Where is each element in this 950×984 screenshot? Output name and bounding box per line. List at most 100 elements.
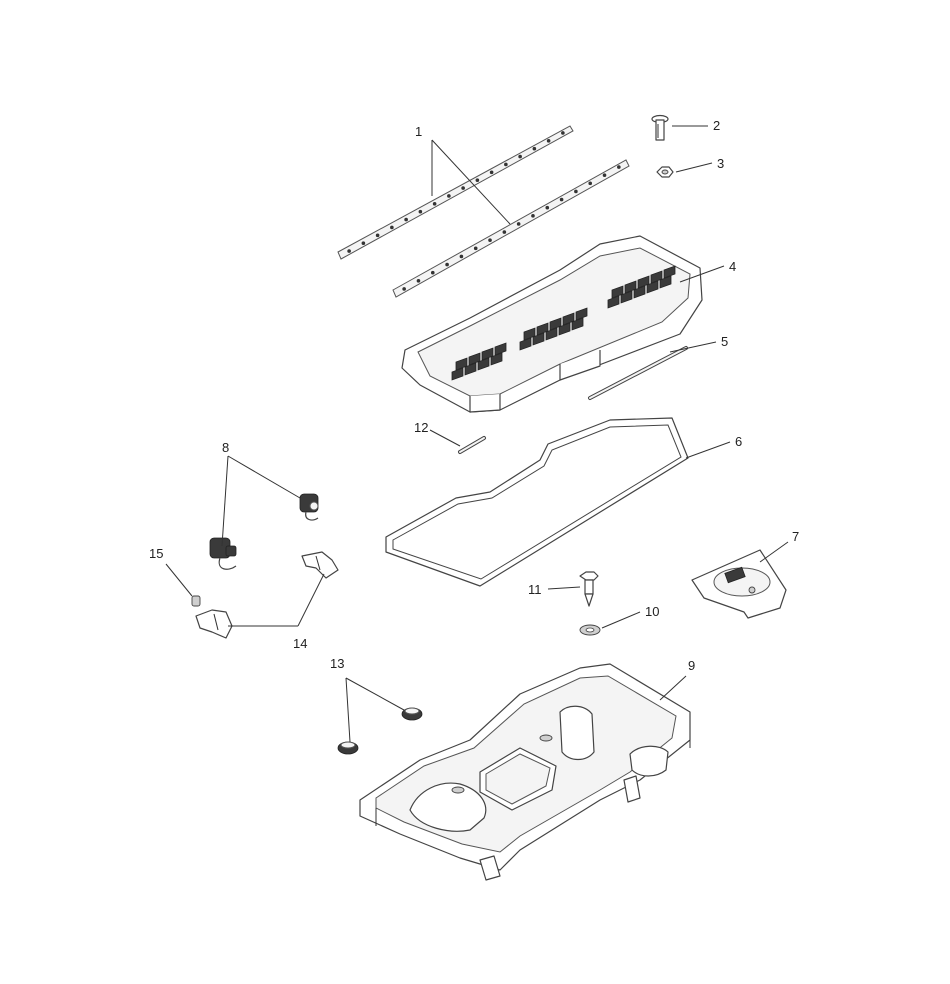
part-2-bolt — [651, 114, 669, 141]
strip-hole — [617, 165, 621, 169]
callout-2: 2 — [713, 118, 720, 133]
part-1-strip-upper — [337, 125, 574, 260]
strip-hole — [504, 162, 508, 167]
part-3-nut — [656, 166, 674, 178]
leader-3 — [675, 162, 713, 173]
callout-7: 7 — [792, 529, 799, 544]
leader-12 — [429, 429, 461, 447]
strip-hole — [489, 170, 494, 175]
part-11-screw — [579, 571, 599, 607]
strip-hole — [404, 217, 408, 222]
part-10-washer — [579, 624, 601, 636]
part-12-pin — [458, 436, 486, 454]
callout-8: 8 — [222, 440, 229, 455]
leader-1b — [431, 139, 511, 225]
tray-cell — [562, 312, 575, 326]
strip-hole — [416, 279, 421, 283]
strip-hole — [361, 241, 366, 245]
tray-cell — [494, 342, 507, 356]
strip-hole — [473, 246, 478, 251]
strip-hole — [531, 214, 535, 218]
strip-hole — [430, 270, 435, 275]
callout-9: 9 — [688, 658, 695, 673]
leader-13b — [345, 677, 405, 711]
tray-cell — [650, 270, 663, 284]
strip-hole — [447, 194, 451, 198]
strip-hole — [488, 238, 492, 242]
part-1-strip-lower — [392, 159, 630, 298]
leader-9 — [659, 675, 687, 701]
callout-1: 1 — [415, 124, 422, 139]
part-5-rod — [588, 346, 688, 400]
strip-hole — [459, 254, 464, 259]
tray-cell — [523, 327, 536, 341]
strip-hole — [546, 139, 551, 143]
strip-hole — [418, 209, 423, 214]
tray-cell — [558, 322, 571, 336]
callout-4: 4 — [729, 259, 736, 274]
strip-hole — [390, 225, 394, 230]
part-13-plug-lower — [337, 741, 359, 755]
tray-cell — [536, 322, 549, 336]
tray-cell — [468, 352, 481, 366]
part-15-clip — [191, 595, 201, 607]
leader-14a — [297, 573, 325, 627]
tray-cell — [620, 290, 633, 304]
strip-hole — [432, 202, 437, 206]
strip-hole — [347, 249, 351, 253]
leader-13a — [345, 677, 351, 743]
callout-5: 5 — [721, 334, 728, 349]
tray-cell — [575, 307, 588, 321]
strip-hole — [475, 178, 480, 182]
leader-6 — [685, 441, 731, 459]
leader-11 — [547, 586, 581, 590]
tray-cell — [549, 317, 562, 331]
strip-hole — [518, 154, 522, 159]
tray-cell — [451, 367, 464, 381]
tray-cell — [464, 362, 477, 376]
part-8-clamp-upper — [299, 493, 319, 521]
part-13-plug-upper — [401, 707, 423, 721]
part-14-bracket-upper — [301, 551, 339, 579]
callout-11: 11 — [528, 582, 542, 597]
tray-cell — [624, 280, 637, 294]
tray-cell — [611, 285, 624, 299]
part-9-lower-housing — [359, 663, 691, 881]
part-6-gasket — [385, 417, 689, 587]
callout-10: 10 — [645, 604, 659, 619]
tray-cell — [663, 265, 676, 279]
part-4-upper-tray — [401, 235, 703, 413]
callout-13: 13 — [330, 656, 344, 671]
callout-12: 12 — [414, 420, 428, 435]
strip-hole — [545, 205, 550, 210]
strip-hole — [461, 186, 465, 190]
strip-hole — [588, 181, 593, 186]
strip-hole — [561, 131, 565, 135]
leader-10 — [601, 611, 641, 629]
strip-hole — [574, 189, 578, 194]
part-8-clamp-lower — [209, 537, 237, 570]
tray-cell — [659, 275, 672, 289]
tray-cell — [633, 285, 646, 299]
tray-cell — [477, 357, 490, 371]
strip-hole — [402, 287, 406, 291]
callout-3: 3 — [717, 156, 724, 171]
part-7-cover-plate — [691, 549, 787, 619]
callout-labels: 1 2 3 4 5 6 7 8 9 10 11 12 13 14 15 — [149, 118, 799, 673]
callout-6: 6 — [735, 434, 742, 449]
tray-cell — [519, 337, 532, 351]
tray-cell — [646, 280, 659, 294]
strip-hole — [502, 230, 507, 234]
leader-8b — [227, 455, 301, 499]
tray-cell — [490, 352, 503, 366]
leader-lines — [165, 125, 789, 743]
leader-5 — [669, 341, 717, 353]
callout-15: 15 — [149, 546, 163, 561]
strip-hole — [516, 222, 521, 226]
tray-cell — [637, 275, 650, 289]
strip-hole — [445, 262, 449, 267]
part-14-bracket-lower — [195, 609, 233, 639]
tray-cell — [545, 327, 558, 341]
tray-cell — [455, 357, 468, 371]
tray-cell — [607, 295, 620, 309]
